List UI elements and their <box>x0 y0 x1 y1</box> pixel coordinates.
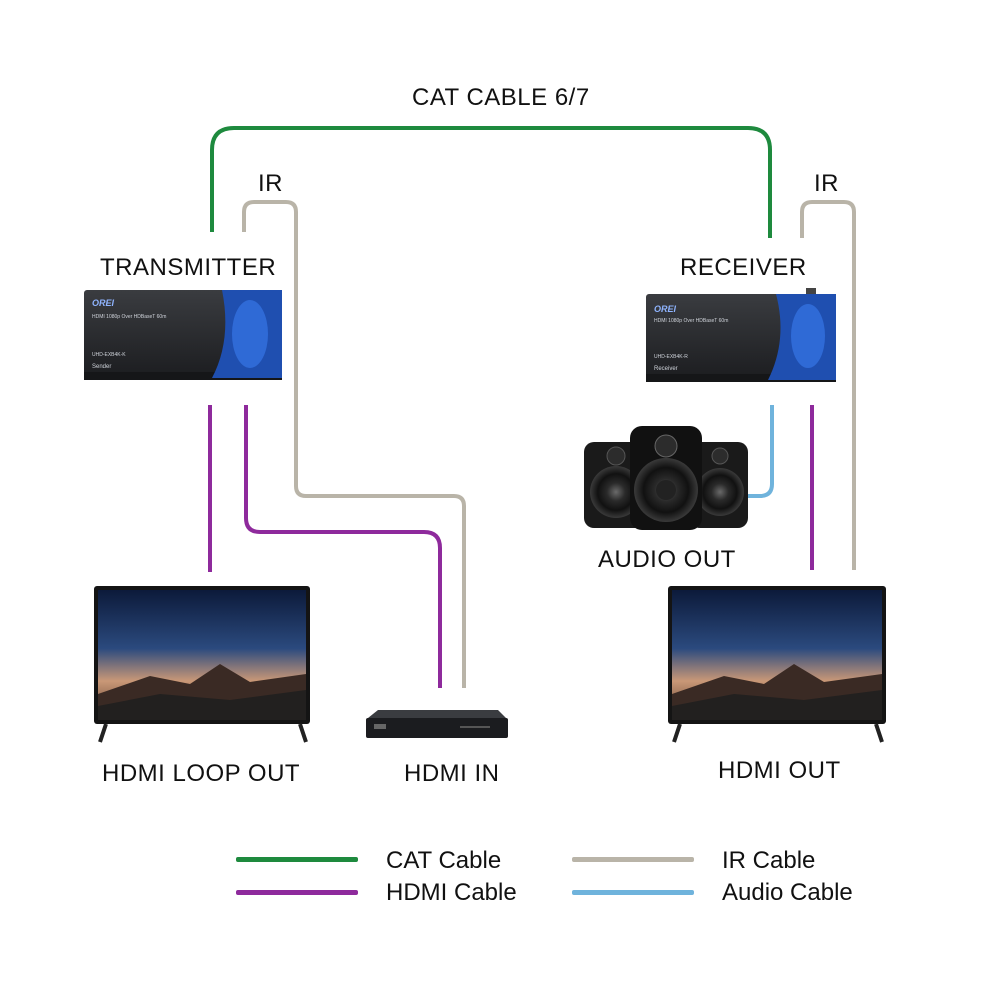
ir-cable-right-line <box>800 200 856 570</box>
legend-label-hdmi: HDMI Cable <box>386 879 517 906</box>
tv-left <box>94 586 310 743</box>
legend-label-ir: IR Cable <box>722 847 816 874</box>
tv-right <box>668 586 886 743</box>
legend-swatch-audio <box>572 890 694 895</box>
receiver-label: RECEIVER <box>680 254 807 281</box>
audio-out-label: AUDIO OUT <box>598 546 736 573</box>
svg-text:HDMI 1080p Over HDBaseT 60m: HDMI 1080p Over HDBaseT 60m <box>654 318 728 324</box>
svg-text:UHD-EXB4K-K: UHD-EXB4K-K <box>92 352 126 358</box>
receiver-device: OREI HDMI 1080p Over HDBaseT 60m UHD-EXB… <box>646 288 836 382</box>
legend-label-cat: CAT Cable <box>386 847 502 874</box>
svg-text:Sender: Sender <box>92 364 111 370</box>
transmitter-label: TRANSMITTER <box>100 254 277 281</box>
speakers-image <box>584 426 748 530</box>
hdmi-in-label: HDMI IN <box>404 760 500 787</box>
hdmi-in-cable-line <box>244 405 442 688</box>
ir-cable-left-line <box>242 200 466 688</box>
svg-text:OREI: OREI <box>654 304 677 314</box>
ir-left-label: IR <box>258 170 283 197</box>
cat-cable-line <box>210 126 772 238</box>
svg-text:Receiver: Receiver <box>654 366 678 372</box>
hdmi-loop-out-label: HDMI LOOP OUT <box>102 760 301 787</box>
svg-text:UHD-EXB4K-R: UHD-EXB4K-R <box>654 354 688 360</box>
source-player <box>366 710 508 738</box>
legend-label-audio: Audio Cable <box>722 879 853 906</box>
ir-right-label: IR <box>814 170 839 197</box>
cat-cable-label: CAT CABLE 6/7 <box>412 84 590 111</box>
legend-swatch-ir <box>572 857 694 862</box>
audio-cable-line <box>748 405 774 498</box>
transmitter-device: OREI HDMI 1080p Over HDBaseT 60m UHD-EXB… <box>84 290 282 380</box>
svg-text:HDMI 1080p Over HDBaseT 60m: HDMI 1080p Over HDBaseT 60m <box>92 314 166 320</box>
hdmi-out-label: HDMI OUT <box>718 757 841 784</box>
svg-text:OREI: OREI <box>92 298 115 308</box>
legend-swatch-hdmi <box>236 890 358 895</box>
legend-swatch-cat <box>236 857 358 862</box>
